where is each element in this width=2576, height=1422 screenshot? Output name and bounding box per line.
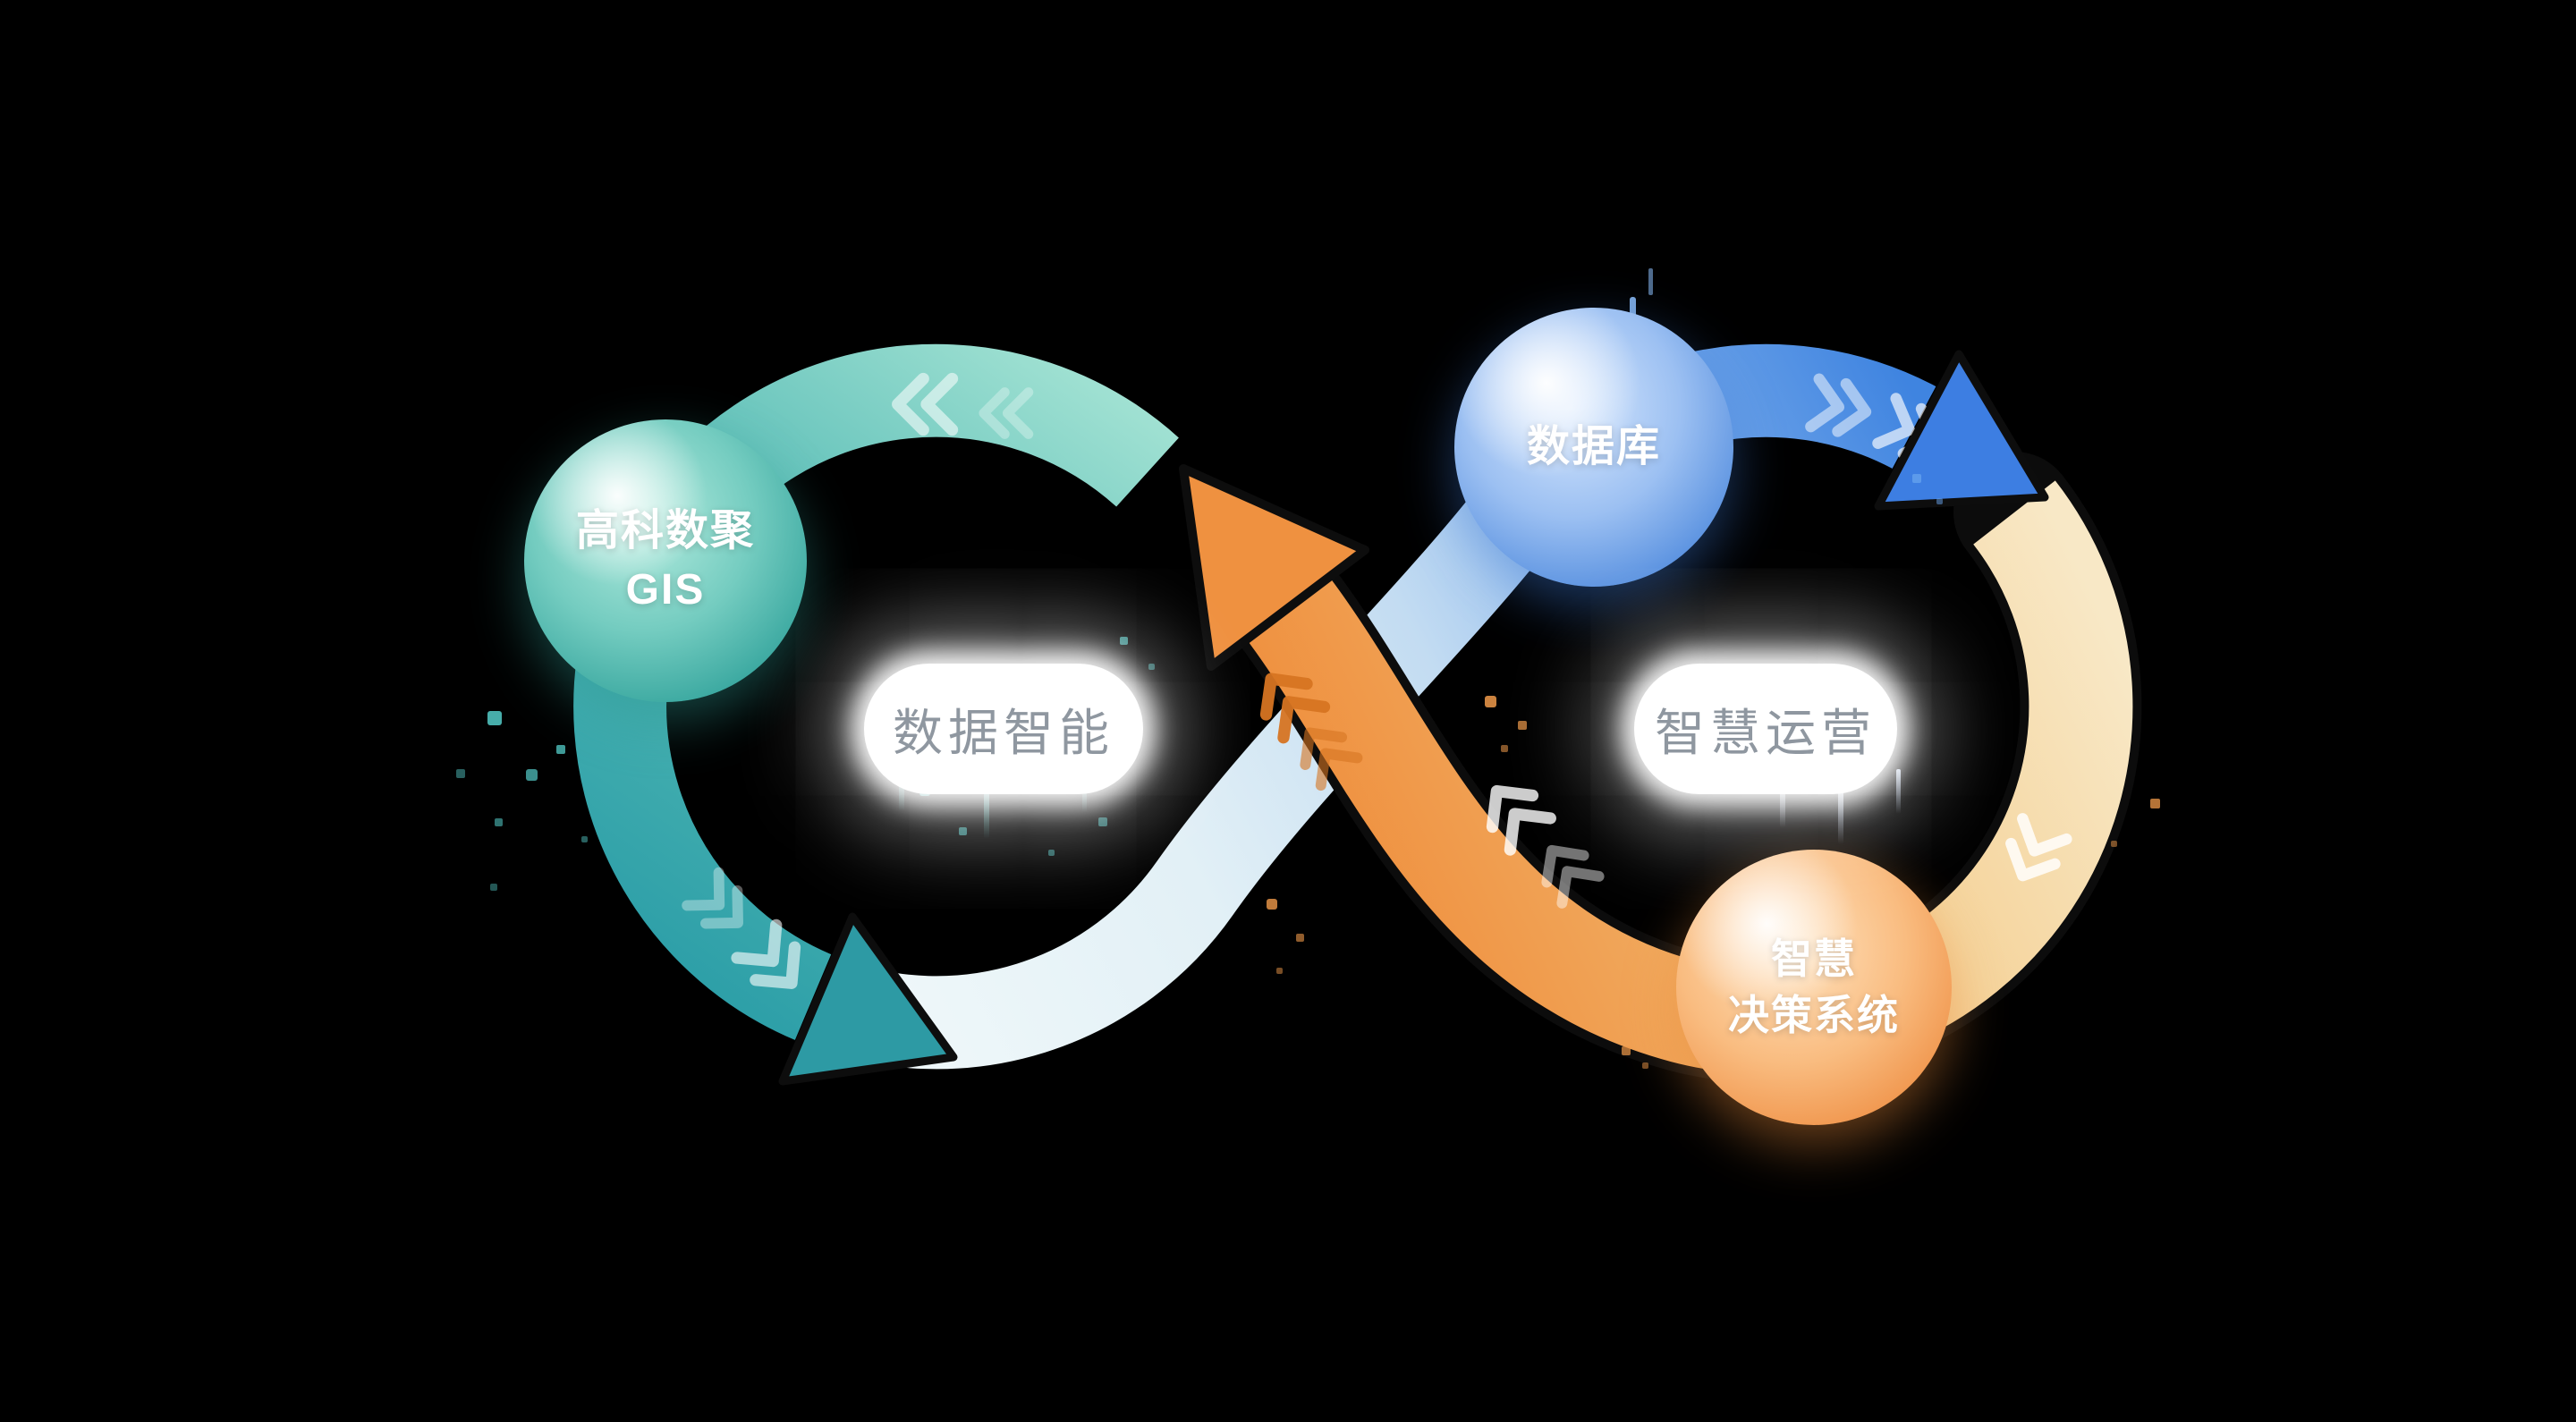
decor-dot	[1485, 696, 1496, 707]
decor-dot	[2111, 841, 2117, 847]
orange-arrowhead-icon	[1179, 464, 1369, 671]
decor-dot	[2150, 799, 2160, 808]
decor-dot	[1622, 1046, 1631, 1055]
node-database-label: 数据库	[1526, 422, 1661, 470]
decor-dot	[1296, 934, 1304, 942]
decor-dot	[1501, 745, 1508, 752]
decor-dot	[490, 884, 497, 891]
decor-dot	[1098, 817, 1107, 826]
decor-dot	[1276, 968, 1283, 974]
decor-dot	[526, 769, 538, 781]
decor-dot	[1267, 899, 1277, 910]
decor-dot	[1518, 721, 1527, 730]
decor-dot	[1642, 1062, 1648, 1069]
label-smart-operations-text: 智慧运营	[1655, 704, 1877, 761]
decor-dot	[456, 769, 465, 778]
decor-dot	[495, 818, 503, 826]
node-database-sphere: 数据库	[1454, 308, 1733, 587]
decor-dot	[1148, 664, 1155, 670]
node-gis-label-line1: 高科数聚	[575, 506, 755, 554]
decor-dot	[1048, 850, 1055, 856]
node-decision-label-line1: 智慧	[1771, 935, 1857, 982]
decor-dash	[1648, 268, 1653, 295]
decor-dot	[1120, 637, 1128, 645]
label-data-intelligence-text: 数据智能	[893, 704, 1114, 761]
decor-dot	[1912, 474, 1921, 483]
node-gis-label-line2: GIS	[625, 566, 706, 614]
decor-dash	[1838, 780, 1843, 844]
decor-dash	[1896, 769, 1901, 814]
node-decision-sphere: 智慧 决策系统	[1676, 850, 1952, 1125]
node-decision-label-line2: 决策系统	[1728, 992, 1900, 1038]
decor-dot	[581, 836, 588, 842]
node-gis-sphere: 高科数聚 GIS	[524, 419, 807, 702]
teal-arrowhead-icon	[778, 912, 958, 1086]
label-data-intelligence: 数据智能	[864, 664, 1143, 794]
blue-arrowhead-icon	[1874, 350, 2049, 511]
decor-dot	[487, 711, 502, 725]
decor-dot	[556, 745, 565, 754]
label-smart-operations: 智慧运营	[1634, 664, 1897, 794]
decor-dot	[1936, 498, 1943, 504]
decor-dot	[959, 827, 967, 835]
